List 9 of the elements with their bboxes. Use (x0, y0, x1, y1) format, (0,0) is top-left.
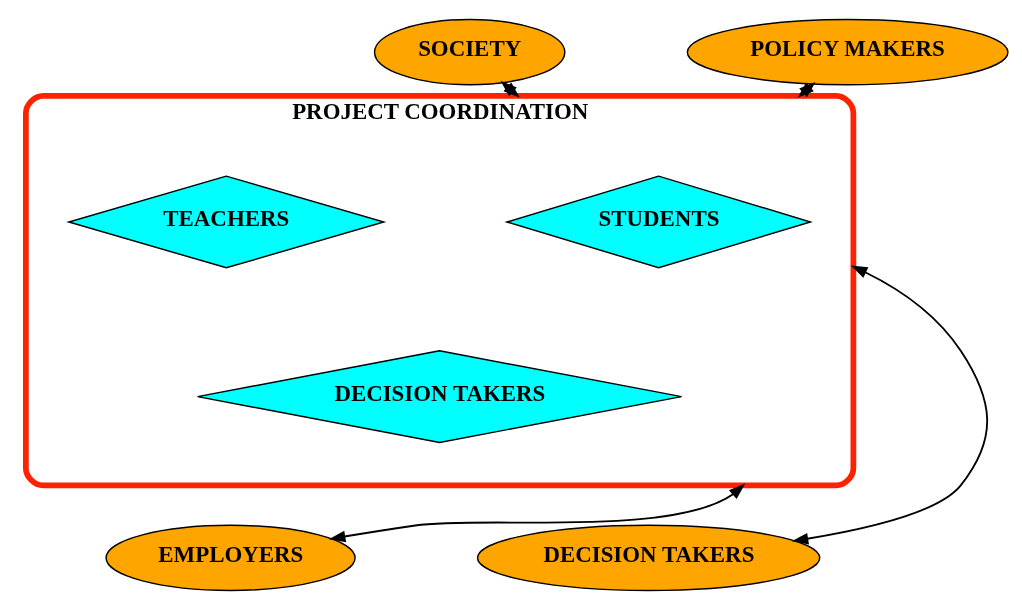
arrow (791, 265, 989, 545)
node-ellipse: POLICY MAKERS (686, 18, 1009, 86)
node-diamond: TEACHERS (66, 175, 387, 269)
node-diamond: DECISION TAKERS (196, 350, 683, 444)
arrow (328, 483, 746, 543)
node-ellipse: EMPLOYERS (105, 524, 356, 592)
node-ellipse: DECISION TAKERS (476, 524, 821, 592)
node-diamond: STUDENTS (504, 175, 813, 269)
node-ellipse: SOCIETY (373, 18, 566, 86)
